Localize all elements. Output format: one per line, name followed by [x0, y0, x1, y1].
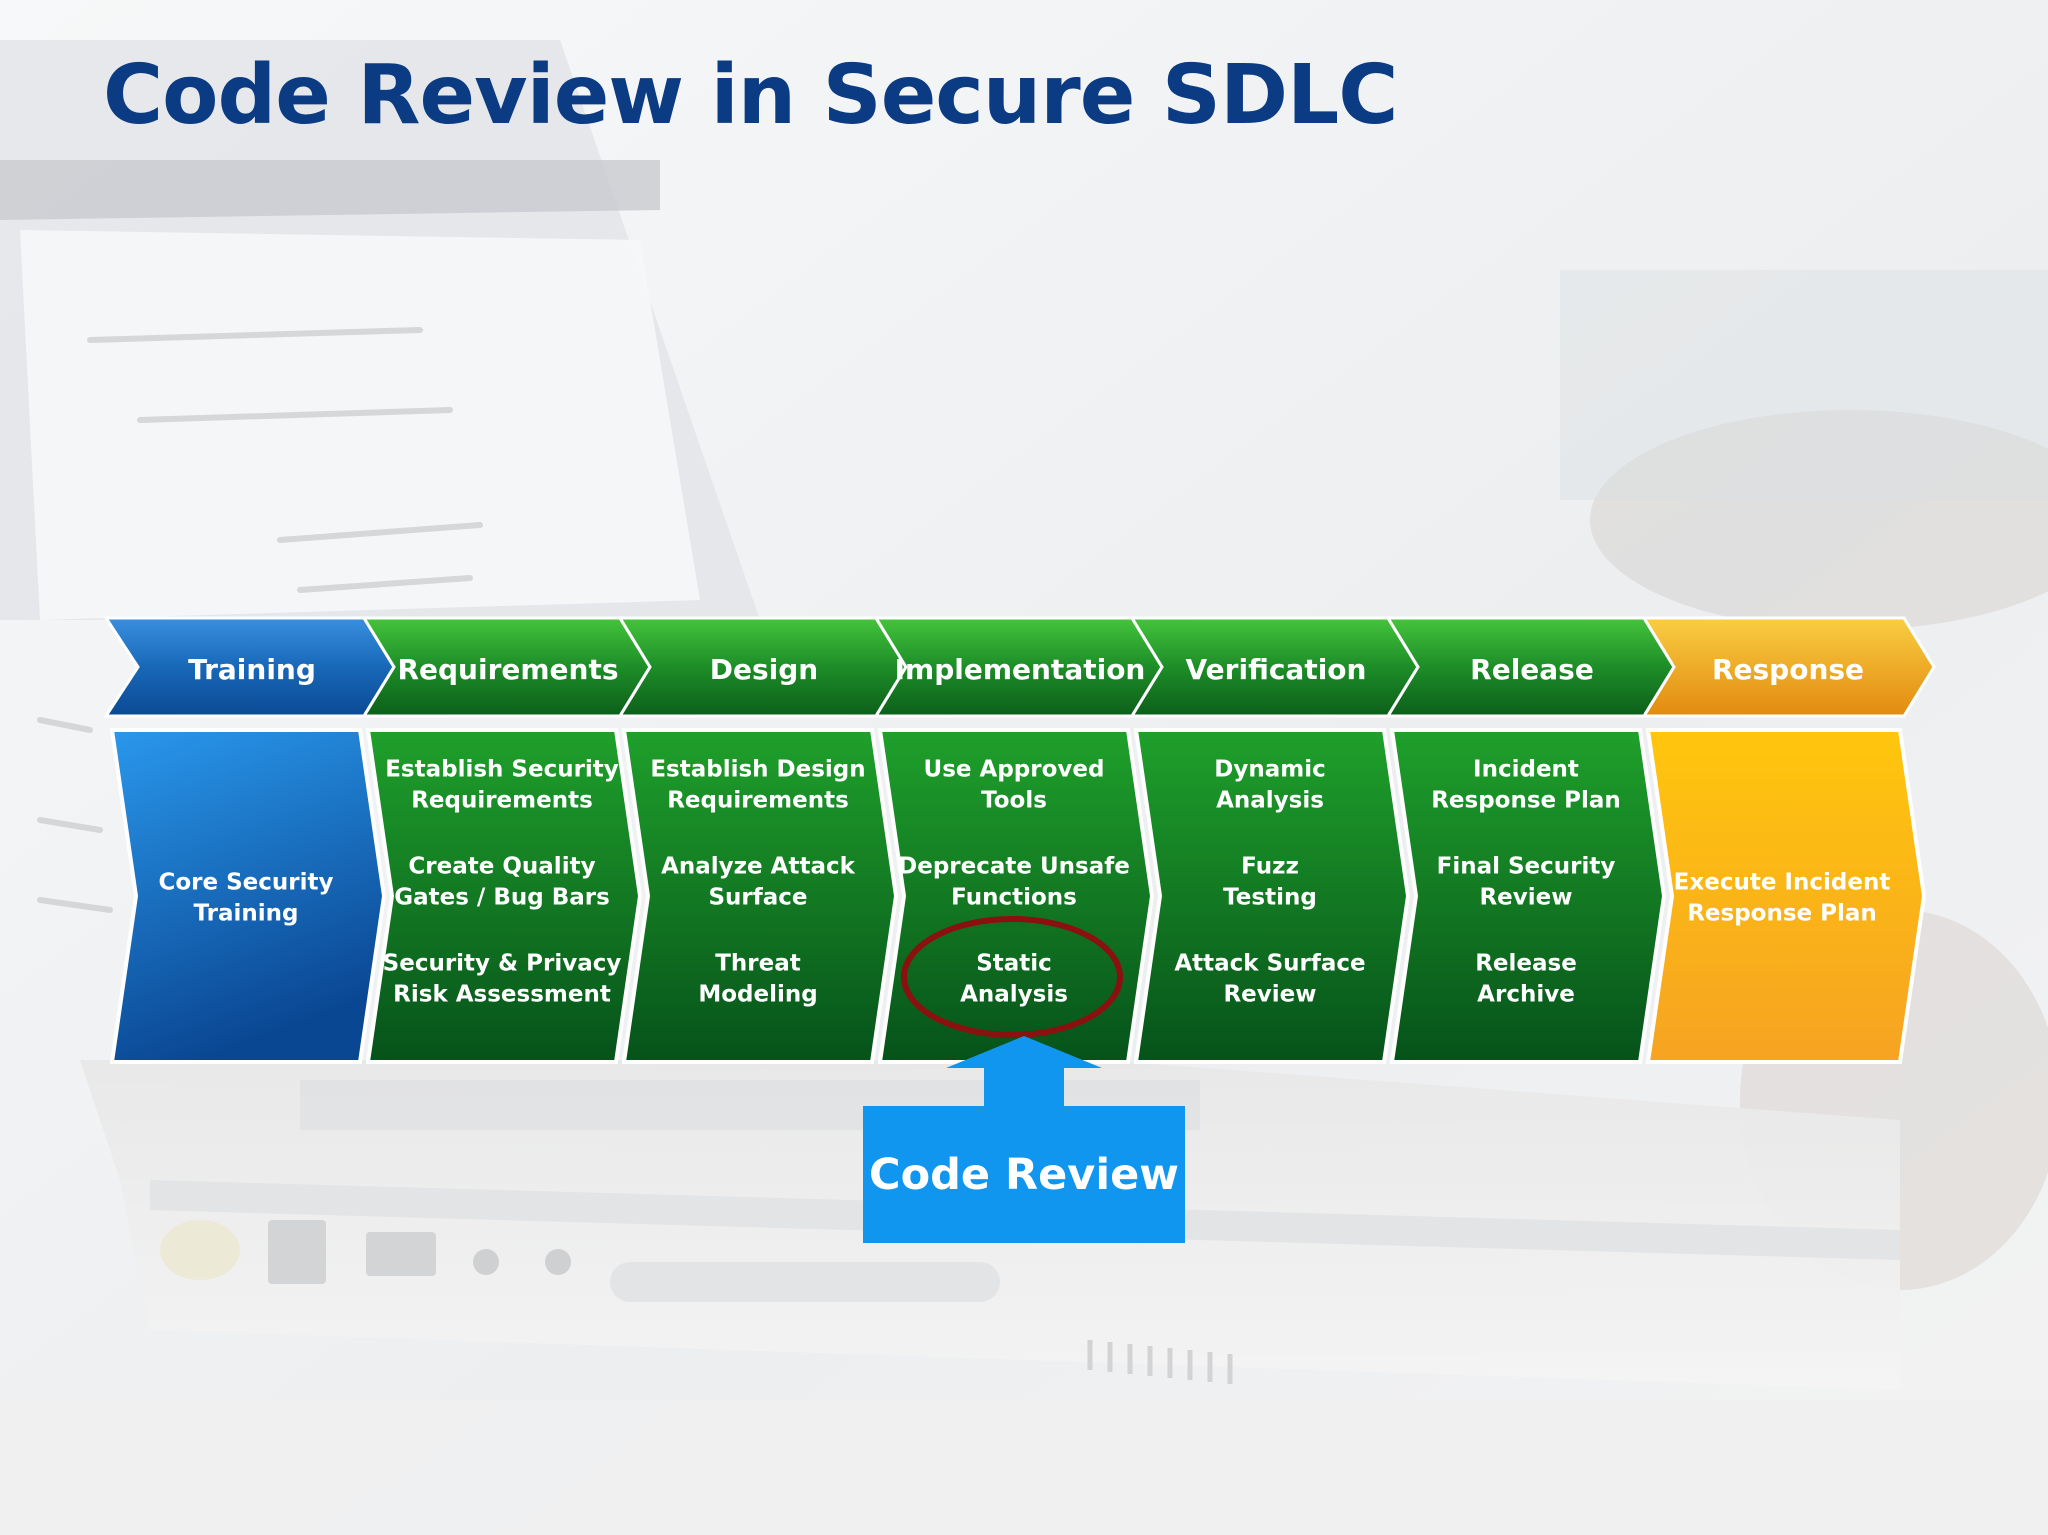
phase-body-training: [109, 728, 387, 1064]
phase-label-training: Training: [188, 653, 316, 686]
phase-body-design: [621, 728, 899, 1064]
phase-body-requirements: [365, 728, 643, 1064]
code-review-callout-label: Code Review: [869, 1149, 1179, 1200]
phase-body-implementation: [877, 728, 1155, 1064]
phase-label-verification: Verification: [1186, 653, 1367, 686]
phase-label-requirements: Requirements: [397, 653, 618, 686]
slide-title: Code Review in Secure SDLC: [103, 48, 1398, 143]
phase-body-verification: [1133, 728, 1411, 1064]
phase-label-design: Design: [710, 653, 818, 686]
phase-header-response: [1641, 616, 1936, 718]
phase-label-release: Release: [1470, 653, 1594, 686]
static-analysis-highlight-circle: [901, 916, 1123, 1038]
phase-body-response: [1645, 728, 1927, 1064]
callout-arrow: [946, 1036, 1102, 1108]
phase-label-response: Response: [1712, 653, 1864, 686]
phase-label-implementation: Implementation: [895, 653, 1146, 686]
phase-body-release: [1389, 728, 1667, 1064]
code-review-callout: Code Review: [863, 1106, 1185, 1243]
